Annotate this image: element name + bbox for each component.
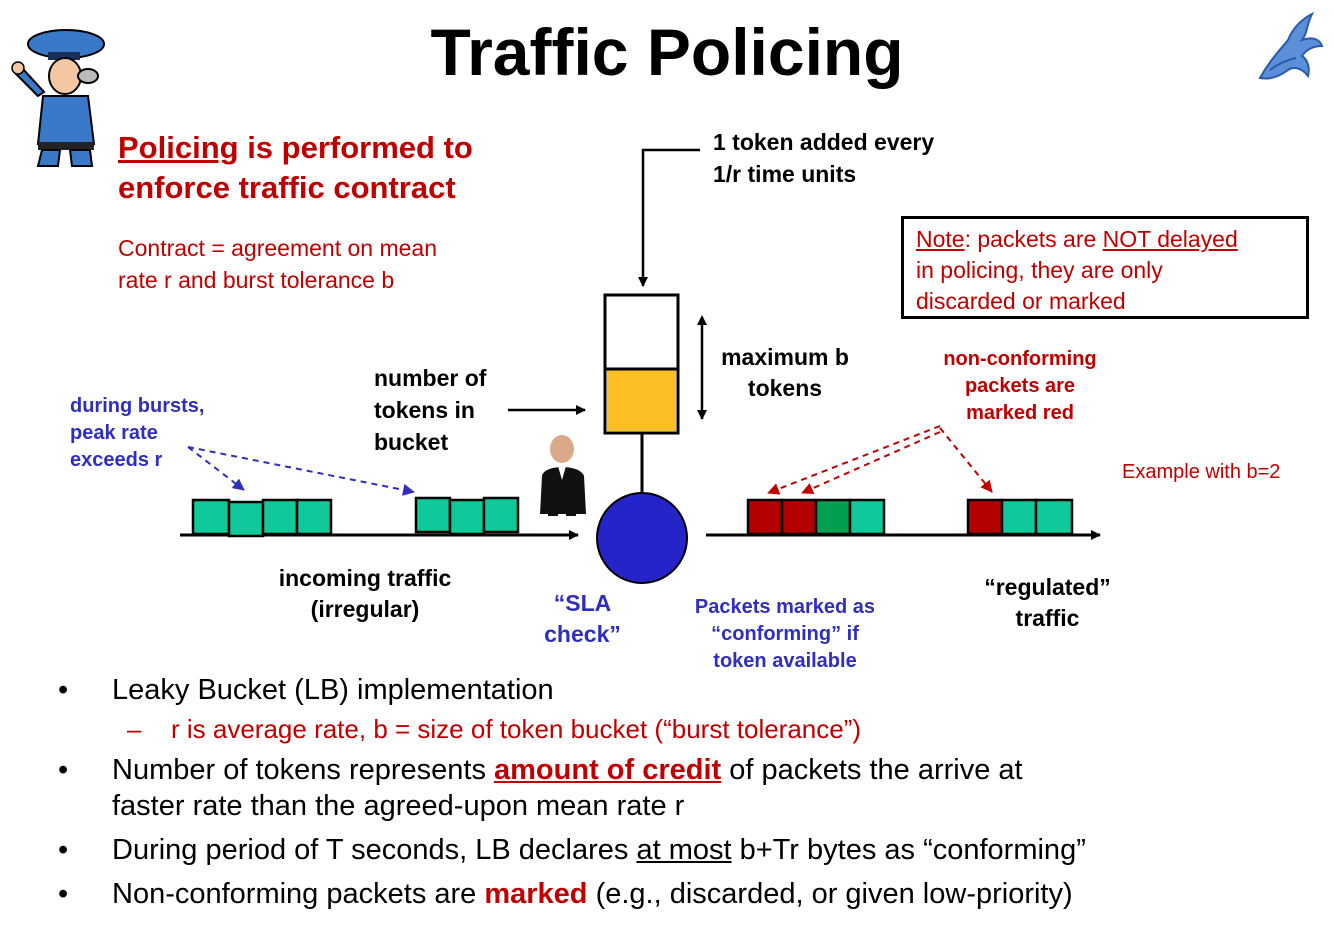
- num-tokens-line2: tokens in: [374, 397, 475, 423]
- bursts-label: during bursts, peak rate exceeds r: [70, 393, 204, 474]
- note-not-delayed: NOT delayed: [1102, 226, 1238, 252]
- bullet-symbol: •: [58, 834, 69, 866]
- regulated-traffic-label: “regulated” traffic: [955, 572, 1140, 634]
- packet-nonconforming: [966, 498, 1004, 536]
- bullet-symbol: •: [58, 878, 69, 910]
- marked-line1: Packets marked as: [694, 596, 876, 618]
- page-title: Traffic Policing: [430, 15, 904, 89]
- token-added-label: 1 token added every 1/r time units: [713, 126, 934, 190]
- sub-bullet-item: – r is average rate, b = size of token b…: [55, 712, 1325, 746]
- bullet-text: Number of tokens represents: [112, 754, 495, 786]
- sla-check-circle: [596, 492, 688, 584]
- packet: [261, 498, 299, 536]
- sla-check-label: “SLA check”: [520, 588, 645, 650]
- bullet-text: of packets the arrive at: [721, 754, 1023, 786]
- max-b-line1: maximum b: [721, 344, 849, 370]
- regulated-line2: traffic: [1015, 605, 1080, 631]
- packets-marked-label: Packets marked as “conforming” if token …: [675, 594, 895, 675]
- token-added-line2: 1/r time units: [713, 161, 857, 187]
- bullet-symbol: •: [58, 754, 69, 786]
- bullet-item: • During period of T seconds, LB declare…: [55, 832, 1325, 868]
- packet: [482, 496, 520, 534]
- packet-nonconforming: [780, 498, 818, 536]
- policing-heading: Policing is performed to enforce traffic…: [118, 128, 473, 208]
- policeman-icon: [11, 29, 105, 167]
- num-tokens-line1: number of: [374, 365, 487, 391]
- marked-line3: token available: [713, 650, 857, 672]
- token-added-line1: 1 token added every: [713, 129, 935, 155]
- note-line3: discarded or marked: [916, 288, 1126, 314]
- sla-line2: check”: [544, 621, 621, 647]
- packet-conforming: [1000, 498, 1038, 536]
- contract-line2: rate r and burst tolerance b: [118, 267, 395, 293]
- max-b-label: maximum b tokens: [710, 342, 860, 404]
- incoming-line2: (irregular): [310, 596, 420, 622]
- packet-nonconforming: [746, 498, 784, 536]
- bullet-item: • Non-conforming packets are marked (e.g…: [55, 876, 1325, 912]
- sla-line1: “SLA: [553, 590, 612, 616]
- packet: [295, 498, 333, 536]
- bullet-item: • Number of tokens represents amount of …: [55, 752, 1325, 824]
- contract-definition: Contract = agreement on mean rate r and …: [118, 232, 437, 296]
- num-tokens-line3: bucket: [374, 429, 449, 455]
- policing-word: Policing: [118, 130, 239, 165]
- packet: [227, 500, 265, 538]
- bullet-item: • Leaky Bucket (LB) implementation: [55, 672, 1325, 708]
- bursts-line2: peak rate: [70, 422, 158, 444]
- nonconforming-line1: non-conforming: [943, 348, 1097, 370]
- dash-symbol: –: [127, 714, 142, 744]
- incoming-line1: incoming traffic: [278, 565, 452, 591]
- packet-conforming: [1034, 498, 1074, 536]
- heading-rest: is performed to: [238, 130, 473, 165]
- nonconforming-label: non-conforming packets are marked red: [920, 346, 1120, 427]
- token-fill: [607, 369, 676, 431]
- packet-conforming: [814, 498, 852, 536]
- incoming-traffic-label: incoming traffic (irregular): [255, 563, 475, 625]
- packet-conforming: [848, 498, 886, 536]
- bullet-underline: at most: [636, 834, 732, 866]
- note-label: Note: [916, 226, 965, 252]
- packet: [448, 498, 486, 536]
- note-box: Note: packets are NOT delayed in policin…: [901, 216, 1309, 319]
- bouncer-icon: [540, 435, 586, 516]
- nonconforming-line3: marked red: [966, 402, 1074, 424]
- bursts-line3: exceeds r: [70, 449, 163, 471]
- sub-bullet-text: r is average rate, b = size of token buc…: [171, 714, 862, 744]
- bullet-emphasis: marked: [484, 878, 588, 910]
- bullet-text: faster rate than the agreed-upon mean ra…: [112, 790, 685, 822]
- max-b-line2: tokens: [747, 375, 823, 401]
- contract-line1: Contract = agreement on mean: [118, 235, 437, 261]
- bullet-text: Leaky Bucket (LB) implementation: [112, 674, 554, 706]
- token-feed-arrow: [638, 148, 700, 287]
- example-label: Example with b=2: [1122, 461, 1281, 483]
- heading-line2: enforce traffic contract: [118, 170, 456, 205]
- regulated-line1: “regulated”: [984, 574, 1111, 600]
- bullet-text: Non-conforming packets are: [112, 878, 485, 910]
- bullet-text: During period of T seconds, LB declares: [112, 834, 637, 866]
- bullet-emphasis: amount of credit: [494, 754, 722, 786]
- num-tokens-label: number of tokens in bucket: [374, 362, 486, 458]
- bullet-text: b+Tr bytes as “conforming”: [731, 834, 1086, 866]
- packet: [191, 498, 231, 536]
- note-text: : packets are: [964, 226, 1103, 252]
- university-logo-icon: [1258, 11, 1324, 80]
- note-line2: in policing, they are only: [916, 257, 1163, 283]
- bursts-line1: during bursts,: [70, 395, 205, 417]
- bullet-text: (e.g., discarded, or given low-priority): [587, 878, 1073, 910]
- marked-line2: “conforming” if: [711, 623, 859, 645]
- nonconforming-line2: packets are: [964, 375, 1076, 397]
- packet: [414, 496, 452, 534]
- bullet-list: • Leaky Bucket (LB) implementation – r i…: [55, 672, 1325, 920]
- bullet-symbol: •: [58, 674, 69, 706]
